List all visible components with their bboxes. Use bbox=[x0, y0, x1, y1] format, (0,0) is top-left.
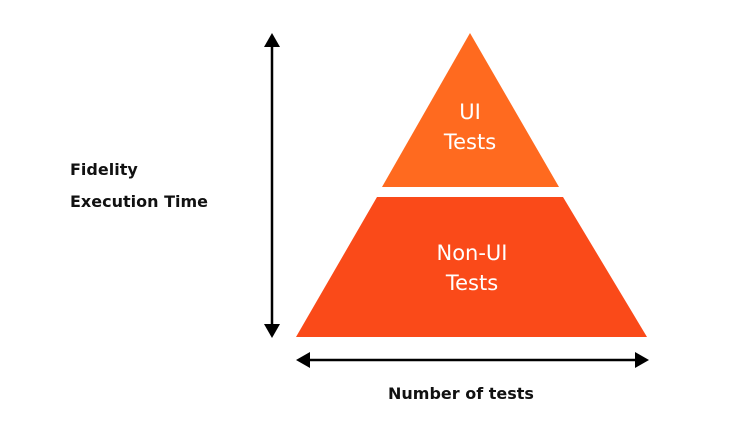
non-ui-tests-line2: Tests bbox=[445, 271, 499, 295]
ui-tests-label: UI Tests bbox=[370, 97, 570, 157]
ui-tests-line1: UI bbox=[459, 100, 481, 124]
non-ui-tests-line1: Non-UI bbox=[436, 241, 508, 265]
ui-tests-line2: Tests bbox=[443, 130, 497, 154]
ui-tests-tier bbox=[382, 33, 559, 187]
non-ui-tests-label: Non-UI Tests bbox=[372, 238, 572, 298]
horizontal-double-arrow bbox=[296, 352, 649, 368]
non-ui-tests-tier bbox=[296, 197, 647, 337]
vertical-double-arrow bbox=[264, 33, 280, 338]
execution-time-label: Execution Time bbox=[70, 192, 208, 211]
fidelity-label: Fidelity bbox=[70, 160, 138, 179]
number-of-tests-label: Number of tests bbox=[388, 384, 534, 403]
